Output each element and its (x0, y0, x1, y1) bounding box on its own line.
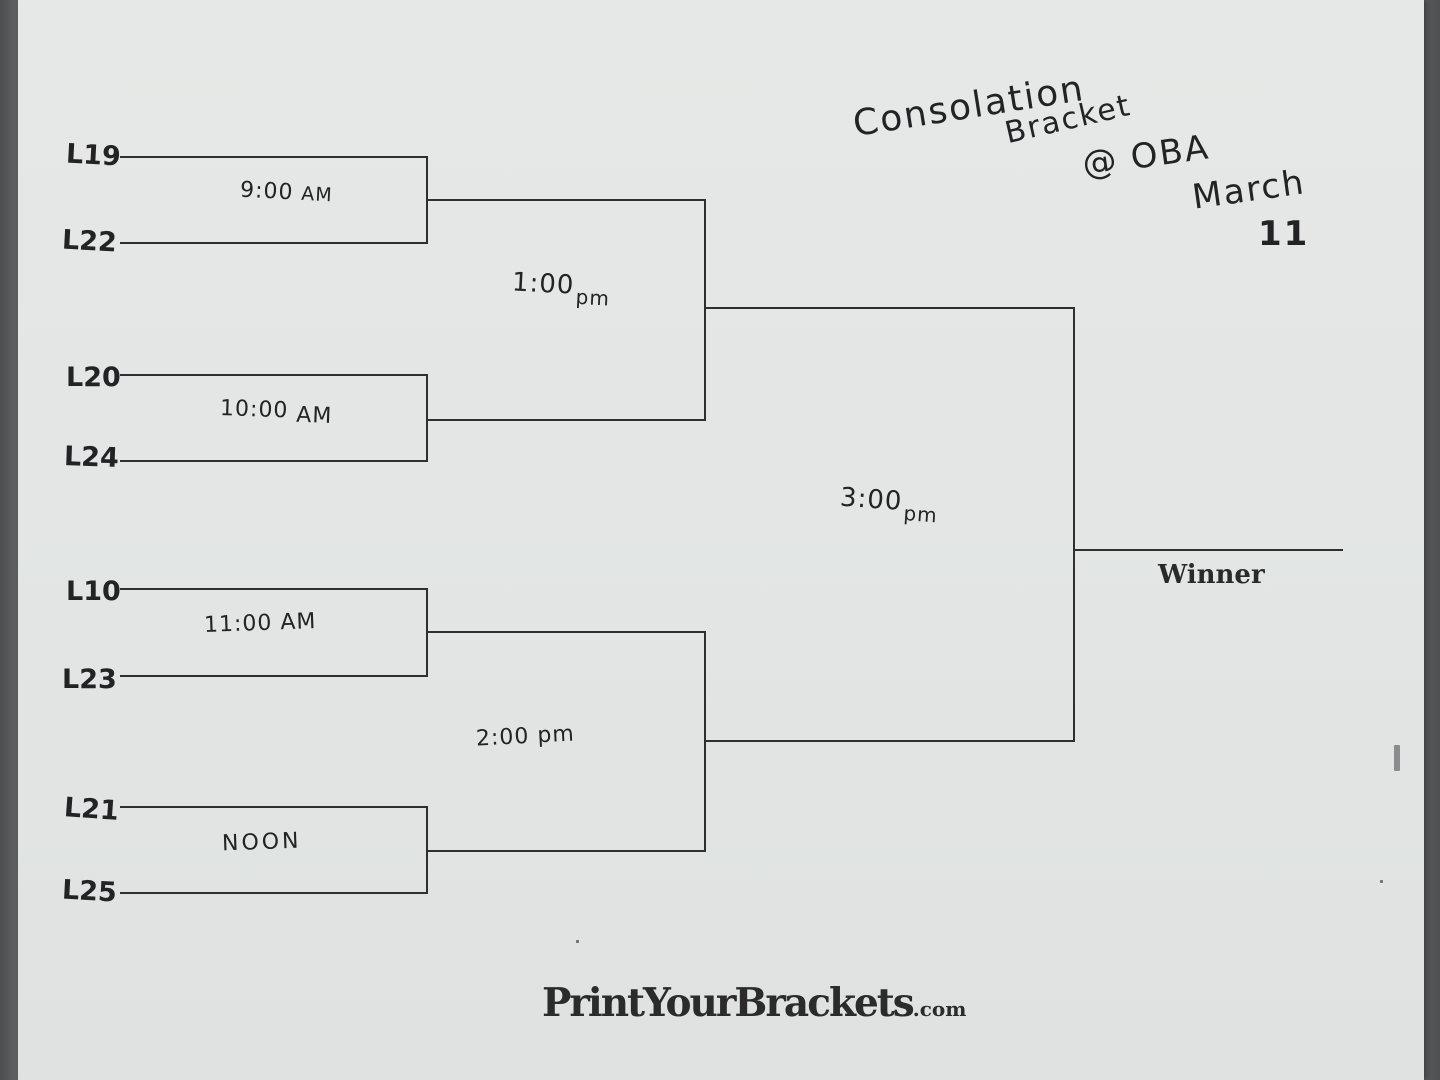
match-1-time: 9:00 AM (239, 178, 333, 208)
semifinal-1-time: 1:00pm (511, 267, 611, 310)
paper-mark (1394, 745, 1400, 771)
paper-speck (576, 940, 579, 943)
brand-tld: .com (912, 997, 967, 1021)
brand-name: PrintYourBrackets (542, 980, 915, 1026)
seed-2: L22 (61, 224, 118, 259)
match-3-time-suffix: AM (279, 609, 317, 636)
seed-4: L24 (63, 441, 120, 474)
match-3-time: 11:00 AM (204, 609, 317, 638)
semifinal-2-time: 2:00 pm (475, 721, 575, 751)
seed-5: L10 (66, 576, 121, 607)
semifinal-2-time-value: 2:00 (475, 723, 531, 752)
match-3-time-value: 11:00 (203, 610, 273, 638)
match-1-time-suffix: AM (300, 182, 334, 207)
match-2-bracket (120, 374, 428, 462)
note-day: 11 (1258, 214, 1310, 254)
match-2-time-value: 10:00 (219, 396, 289, 424)
match-2-time-suffix: AM (295, 402, 333, 429)
semifinal-2-time-suffix: pm (536, 721, 576, 749)
semifinal-1-time-value: 1:00 (511, 267, 576, 301)
winner-label: Winner (1158, 560, 1265, 590)
seed-3: L20 (66, 362, 121, 393)
bracket-sheet (18, 0, 1424, 1080)
paper-speck (1380, 880, 1383, 883)
final-bracket (705, 307, 1075, 742)
match-1-time-value: 9:00 (239, 177, 295, 206)
final-time-value: 3:00 (839, 482, 904, 517)
seed-7: L21 (62, 792, 120, 827)
brand-logo: PrintYourBrackets.com (542, 980, 966, 1026)
match-4-time-value: NOON (221, 828, 302, 857)
final-time-suffix: pm (902, 501, 939, 528)
match-4-time: NOON (222, 829, 302, 857)
seed-1: L19 (65, 138, 122, 173)
match-2-time: 10:00 AM (219, 396, 333, 429)
seed-8: L25 (61, 874, 118, 909)
semifinal-1-bracket (427, 199, 706, 421)
semifinal-1-time-suffix: pm (575, 284, 611, 311)
seed-6: L23 (62, 664, 117, 695)
